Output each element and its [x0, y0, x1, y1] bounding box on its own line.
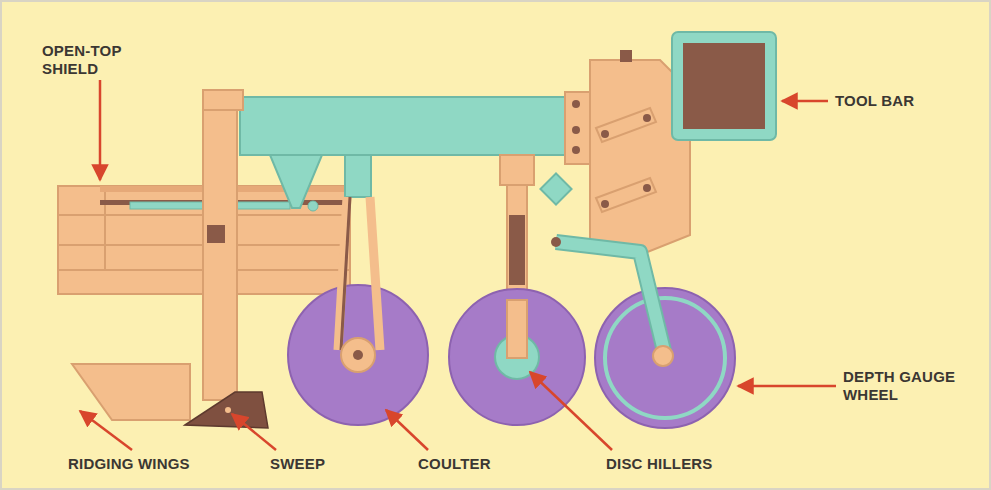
part-label: DISC HILLERS: [606, 455, 766, 473]
bolt: [643, 184, 651, 192]
hub-bolt: [353, 350, 363, 360]
leader-arrow: [99, 80, 102, 180]
tool-bar-section: [683, 43, 765, 129]
bolt: [572, 100, 580, 108]
part-label: SWEEP: [270, 455, 370, 473]
leader-arrow: [232, 414, 276, 450]
gauge-arm-edge: [556, 242, 665, 355]
wheel-rim: [605, 298, 725, 418]
hiller-clamp: [500, 155, 534, 185]
part-label: TOOL BAR: [835, 92, 975, 110]
leader-arrow: [386, 410, 428, 450]
shield-line: [104, 186, 106, 270]
bolt: [572, 146, 580, 154]
bolt: [601, 200, 609, 208]
rod-pivot: [308, 201, 318, 211]
coulter-hub: [341, 338, 375, 372]
hiller-shank: [507, 300, 527, 358]
ridging-wings: [72, 364, 190, 420]
clamp-strap: [596, 178, 656, 212]
post-cap: [203, 90, 243, 110]
part-label: COULTER: [418, 455, 538, 473]
post-clamp: [207, 225, 225, 243]
coulter-mount: [345, 155, 371, 197]
hopper-funnel: [270, 155, 322, 208]
bolt: [643, 114, 651, 122]
gauge-arm: [556, 242, 665, 355]
coulter-arm-edge: [341, 197, 350, 350]
leader-arrow: [738, 385, 836, 388]
sweep-blade: [185, 392, 268, 428]
part-label: DEPTH GAUGE WHEEL: [843, 368, 965, 404]
leader-arrow: [530, 372, 612, 450]
bracket-stop: [620, 50, 632, 62]
part-label: OPEN-TOP SHIELD: [42, 42, 142, 78]
pivot-block: [540, 173, 571, 204]
shank-post: [203, 95, 237, 400]
clamp-strap: [596, 108, 656, 142]
coulter-disc: [288, 285, 428, 425]
main-beam: [240, 97, 572, 155]
sweep-bolt: [225, 407, 231, 413]
arm-pivot: [551, 237, 561, 247]
bolt: [601, 130, 609, 138]
bolt: [572, 126, 580, 134]
hiller-shank-slot: [509, 215, 525, 285]
leader-arrow: [782, 100, 828, 103]
depth-gauge-wheel: [595, 288, 735, 428]
part-label: RIDGING WINGS: [68, 455, 248, 473]
tool-bar: [672, 32, 776, 140]
leader-arrow: [80, 411, 132, 450]
wheel-hub: [653, 346, 673, 366]
coulter-arm: [338, 197, 380, 350]
